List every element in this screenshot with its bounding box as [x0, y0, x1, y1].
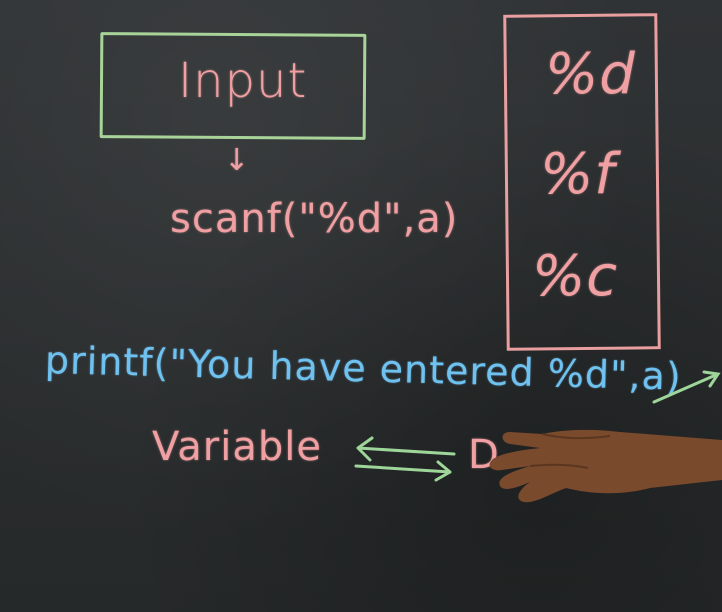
format-specifier-f: %f — [540, 142, 615, 207]
input-label: Input — [178, 53, 308, 109]
variable-label: Variable — [152, 424, 322, 470]
hand-image — [489, 429, 722, 503]
format-specifier-c: %c — [532, 244, 618, 309]
datatype-label: D — [468, 432, 500, 478]
scanf-statement: scanf("%d",a) — [170, 196, 459, 242]
arrow-right-icon — [652, 370, 721, 404]
format-specifier-d: %d — [545, 42, 636, 107]
double-arrow-icon — [354, 436, 456, 482]
arrow-down-icon: ↓ — [224, 143, 251, 178]
